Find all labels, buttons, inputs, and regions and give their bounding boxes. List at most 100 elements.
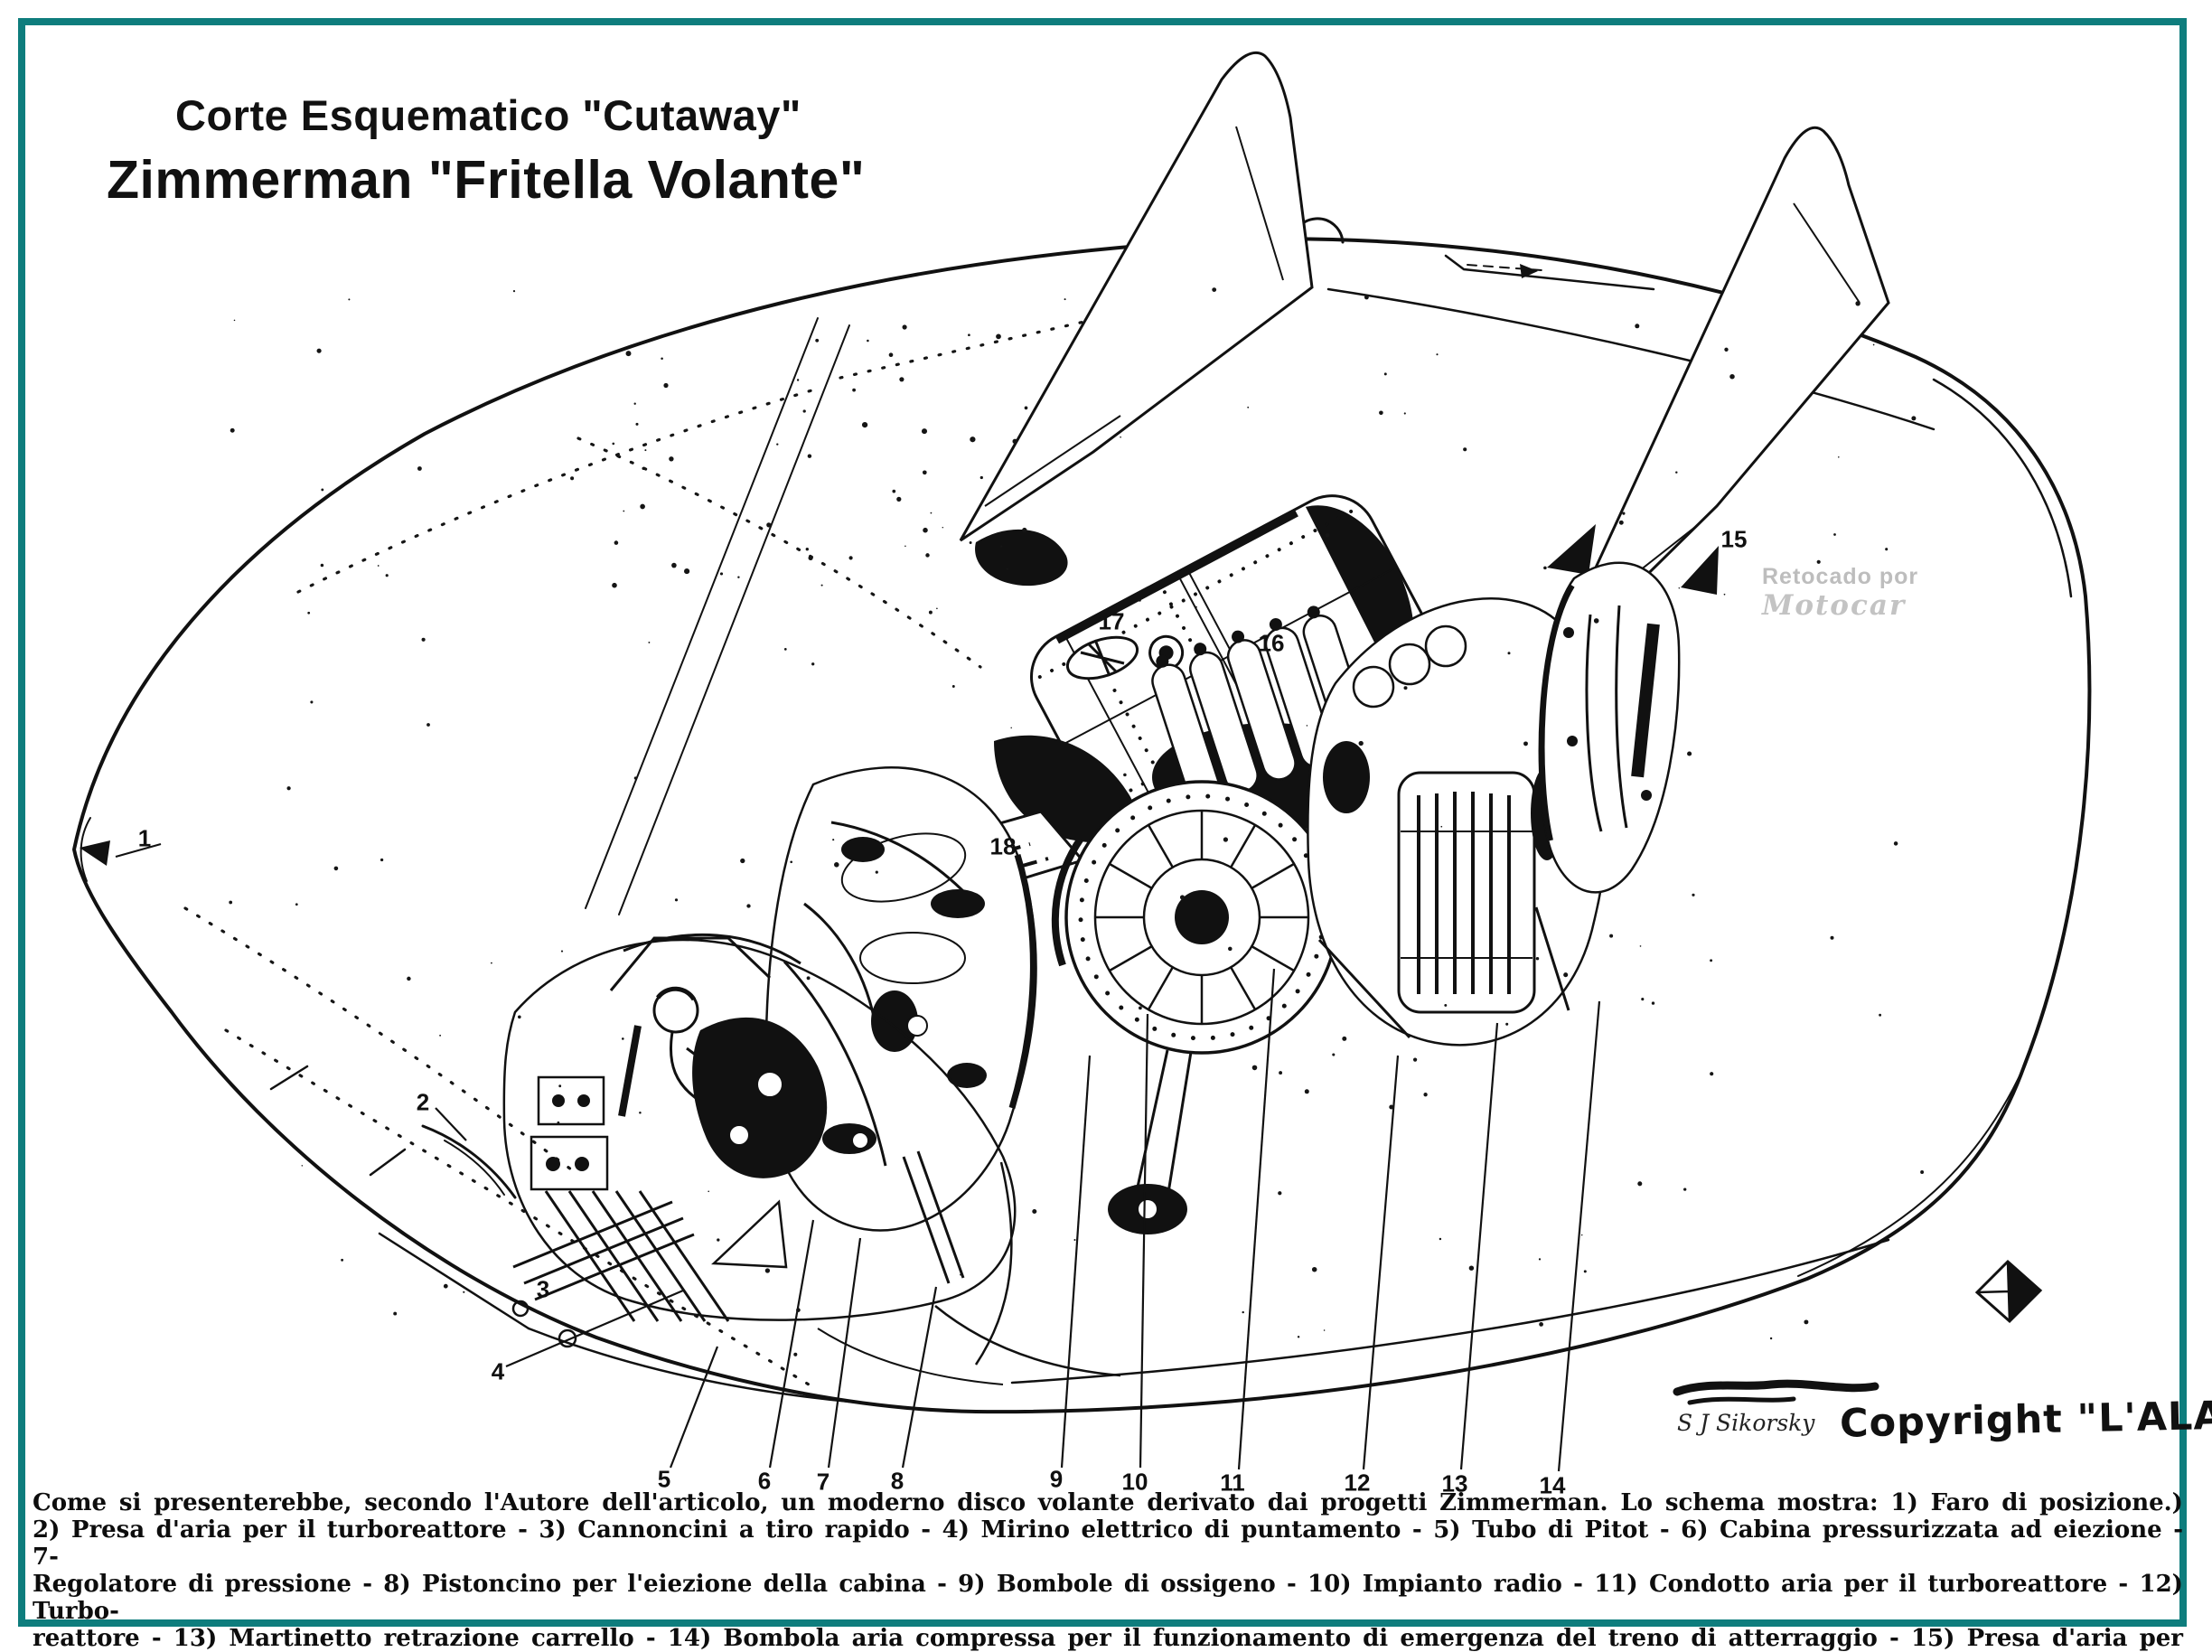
- scan-speck: [968, 333, 970, 337]
- position-light: [80, 840, 110, 866]
- scan-speck: [1022, 527, 1027, 533]
- scan-speck: [1830, 935, 1834, 940]
- scan-speck: [904, 545, 906, 548]
- scan-speck: [1439, 1237, 1442, 1241]
- callout-number-3: 3: [536, 1275, 550, 1303]
- scan-speck: [684, 568, 690, 575]
- scan-speck: [1247, 406, 1250, 408]
- scan-speck: [1306, 725, 1308, 727]
- scan-speck: [1911, 416, 1917, 421]
- scan-speck: [1325, 532, 1330, 538]
- scan-speck: [1543, 566, 1547, 570]
- wheel-well-hatch: [1974, 1259, 2043, 1324]
- scan-speck: [811, 662, 815, 666]
- scan-speck: [1024, 406, 1028, 410]
- scan-speck: [348, 298, 351, 301]
- scan-speck: [316, 348, 322, 353]
- scan-speck: [426, 723, 430, 727]
- scan-speck: [1323, 1329, 1326, 1331]
- scan-speck: [1138, 598, 1141, 602]
- scan-speck: [1538, 1258, 1542, 1261]
- scan-speck: [1651, 1001, 1655, 1005]
- scan-speck: [674, 898, 679, 902]
- scan-speck: [612, 582, 617, 588]
- scan-speck: [1855, 301, 1861, 306]
- scan-speck: [1032, 1208, 1037, 1215]
- scan-speck: [1639, 945, 1642, 947]
- scan-speck: [969, 541, 972, 544]
- scan-speck: [790, 860, 793, 864]
- scan-speck: [806, 976, 811, 981]
- scan-speck: [1444, 1003, 1448, 1007]
- afterburner-intake-triangles: [1520, 264, 1719, 595]
- callout-number-16: 16: [1258, 629, 1285, 657]
- scan-speck: [942, 526, 944, 529]
- scan-speck: [661, 357, 663, 361]
- scan-speck: [463, 1291, 465, 1293]
- scan-speck: [623, 510, 625, 512]
- scan-speck: [1123, 773, 1127, 777]
- scan-speck: [805, 548, 809, 551]
- callout-number-8: 8: [890, 1467, 904, 1495]
- scan-speck: [558, 1084, 562, 1088]
- scan-speck: [1609, 934, 1614, 938]
- caption-line-4: reattore - 13) Martinetto retrazione car…: [33, 1625, 2183, 1652]
- scan-speck: [796, 1308, 801, 1312]
- scan-speck: [783, 648, 787, 651]
- scan-speck: [1580, 1234, 1583, 1236]
- scan-speck: [377, 565, 380, 567]
- scan-speck: [320, 563, 324, 568]
- callout-number-7: 7: [816, 1468, 830, 1496]
- scan-speck: [1637, 1181, 1643, 1187]
- scan-speck: [802, 409, 806, 413]
- copyright-text: Copyright "L'ALA": [1839, 1393, 2212, 1447]
- scan-speck: [380, 858, 384, 862]
- scan-speck: [635, 422, 639, 426]
- scan-speck: [1687, 751, 1692, 756]
- scan-speck: [1635, 324, 1640, 329]
- scan-speck: [321, 488, 324, 492]
- scan-speck: [796, 379, 800, 381]
- scan-speck: [614, 540, 619, 545]
- callout-number-1: 1: [137, 824, 152, 852]
- scan-speck: [633, 776, 638, 780]
- scan-speck: [1505, 1022, 1509, 1026]
- scan-speck: [1242, 1310, 1244, 1314]
- scan-speck: [621, 1037, 624, 1040]
- scan-speck: [286, 786, 291, 791]
- scan-speck: [671, 562, 677, 568]
- scan-speck: [1389, 1104, 1394, 1110]
- scan-speck: [1523, 741, 1528, 746]
- scan-speck: [1539, 1322, 1543, 1327]
- scan-speck: [1507, 652, 1511, 655]
- scan-speck: [301, 1165, 304, 1167]
- scan-speck: [1710, 959, 1713, 962]
- scan-speck: [1379, 410, 1383, 416]
- scan-speck: [1692, 893, 1695, 896]
- scan-speck: [1816, 559, 1821, 564]
- rivet-seams: [183, 269, 1310, 1386]
- scan-speck: [970, 436, 976, 443]
- scan-speck: [407, 976, 411, 981]
- artist-signature: S J Sikorsky: [1677, 1410, 1815, 1436]
- scan-speck: [1010, 727, 1012, 729]
- scan-speck: [491, 962, 492, 964]
- scan-speck: [930, 512, 933, 514]
- scan-speck: [1804, 1319, 1809, 1325]
- scan-speck: [1195, 605, 1197, 608]
- callout-number-5: 5: [657, 1465, 671, 1493]
- scan-speck: [1212, 287, 1217, 293]
- scan-speck: [1769, 1337, 1773, 1340]
- scan-speck: [923, 527, 928, 533]
- scan-speck: [517, 1015, 521, 1019]
- scan-speck: [776, 443, 779, 446]
- scan-speck: [1468, 1265, 1475, 1271]
- scan-speck: [1622, 512, 1626, 515]
- scan-speck: [737, 576, 740, 578]
- scan-speck: [1139, 1006, 1142, 1010]
- caption-line-1: Come si presenterebbe, secondo l'Autore …: [33, 1489, 2183, 1516]
- scan-speck: [310, 700, 314, 704]
- left-engine-cutaway: [764, 766, 1037, 1232]
- scan-speck: [1423, 1093, 1428, 1097]
